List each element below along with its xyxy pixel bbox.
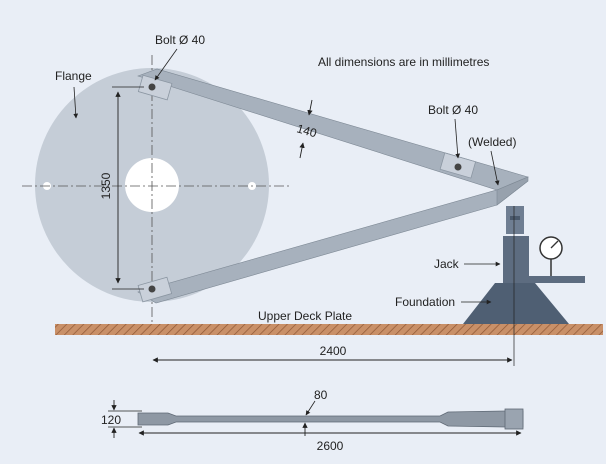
arm-side-end-block bbox=[504, 408, 524, 430]
width-140-label: 140 bbox=[295, 121, 318, 140]
upper-deck-plate bbox=[55, 324, 603, 335]
bolt-top-label: Bolt Ø 40 bbox=[155, 33, 205, 47]
length-2600-label: 2600 bbox=[317, 439, 344, 453]
jack-body bbox=[503, 236, 529, 288]
welded-leader bbox=[490, 150, 500, 186]
gauge-needle bbox=[550, 240, 559, 249]
bolt-right bbox=[454, 163, 462, 171]
foundation-label: Foundation bbox=[395, 295, 455, 309]
bolt-top bbox=[148, 83, 156, 91]
jack-label: Jack bbox=[434, 257, 460, 271]
dim-140-arrow-bottom bbox=[299, 142, 305, 159]
arm-side-view bbox=[137, 410, 524, 428]
bolt-top-leader bbox=[154, 48, 178, 81]
gauge-arm bbox=[529, 276, 585, 283]
jack-collar bbox=[510, 216, 520, 220]
span-2400-label: 2400 bbox=[320, 344, 347, 358]
bolt-bottom bbox=[148, 285, 156, 293]
flange-label: Flange bbox=[55, 69, 92, 83]
dimensions-note: All dimensions are in millimetres bbox=[318, 55, 489, 69]
foundation-block bbox=[463, 283, 569, 324]
bolt-right-label: Bolt Ø 40 bbox=[428, 103, 478, 117]
upper-deck-plate-label: Upper Deck Plate bbox=[258, 309, 352, 323]
thickness-120-label: 120 bbox=[101, 413, 121, 427]
height-1350-label: 1350 bbox=[99, 172, 113, 199]
depth-80-label: 80 bbox=[314, 388, 328, 402]
flange-leader bbox=[73, 86, 79, 119]
dim-80-leader bbox=[305, 400, 316, 416]
dim-140-arrow-top bbox=[307, 99, 313, 116]
welded-tip bbox=[496, 176, 529, 206]
bolt-right-leader bbox=[454, 118, 461, 159]
welded-label: (Welded) bbox=[468, 135, 516, 149]
